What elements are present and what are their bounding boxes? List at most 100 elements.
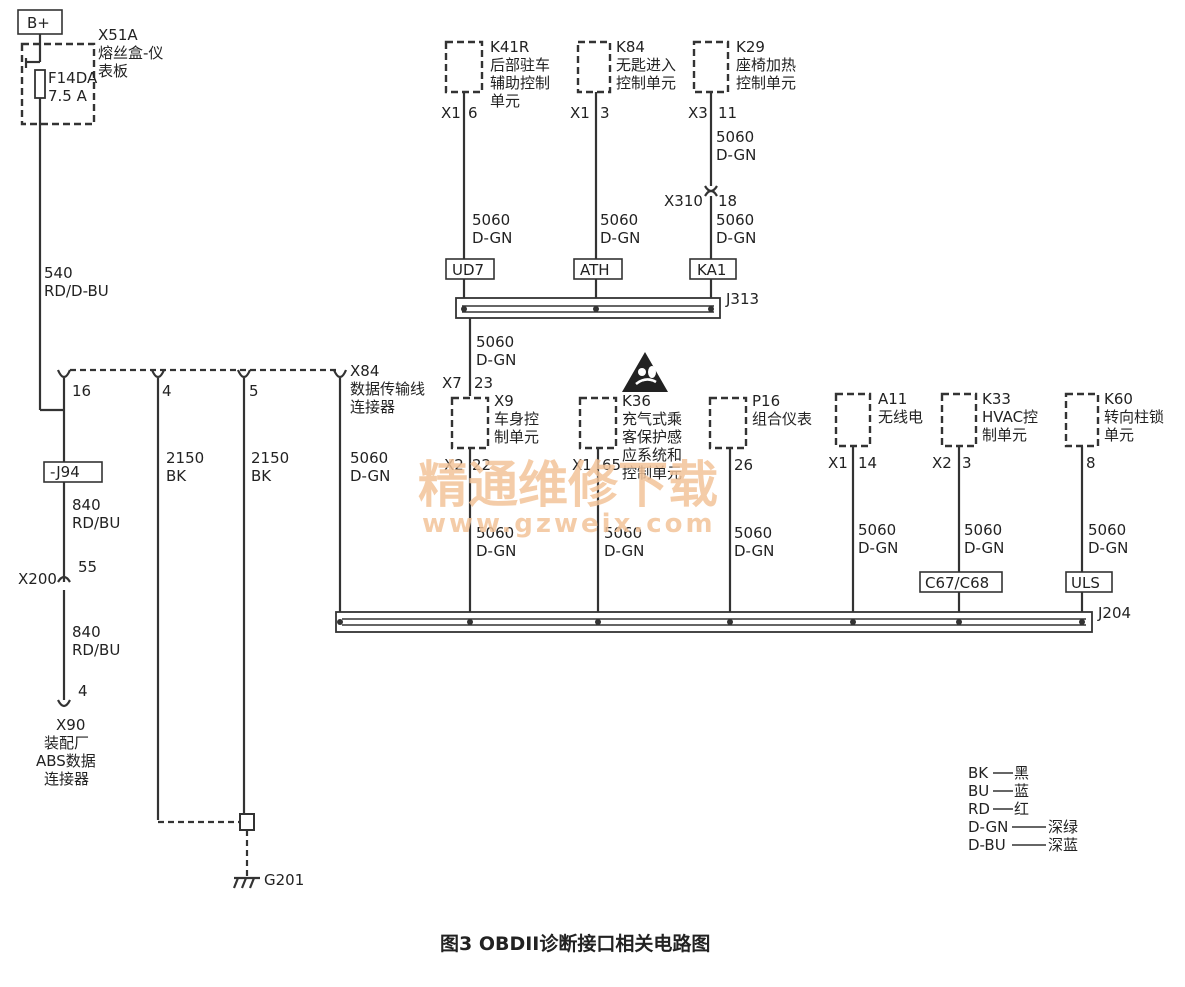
abs-end-pin: 4 xyxy=(78,682,88,700)
dlc-section: X84 数据传输线 连接器 16 4 5 xyxy=(56,362,425,416)
supply-wire-color: RD/D-BU xyxy=(44,282,109,300)
bottom-module-x9: X7 23 X9 车身控 制单元 X2 22 5060 D-GN xyxy=(442,374,539,616)
module-pin-k33: 3 xyxy=(962,454,972,472)
k29-upper-color: D-GN xyxy=(716,146,756,164)
top-module-k41r: K41R 后部驻车 辅助控制 单元 X1 6 5060 D-GN UD7 xyxy=(441,38,550,300)
splice-j204-bar: J204 xyxy=(335,604,1131,633)
ground-wire-2-color: BK xyxy=(251,467,272,485)
ground-wire-2-circuit: 2150 xyxy=(251,449,289,467)
module-pin-k60: 8 xyxy=(1086,454,1096,472)
wire-color-a11: D-GN xyxy=(858,539,898,557)
wire-color-p16: D-GN xyxy=(734,542,774,560)
wire-color-k33: D-GN xyxy=(964,539,1004,557)
ground-name: G201 xyxy=(264,871,304,889)
module-line2-k29: 控制单元 xyxy=(736,74,796,92)
j313-out-color: D-GN xyxy=(476,351,516,369)
abs-end-line1: 装配厂 xyxy=(44,734,89,752)
wire-circuit-k41r: 5060 xyxy=(472,211,510,229)
fuse-rating: 7.5 A xyxy=(48,87,88,105)
bottom-module-p16: P16 组合仪表 26 5060 D-GN xyxy=(708,392,812,616)
abs-inline-conn: X200 xyxy=(18,570,57,588)
module-line1-k36: 充气式乘 xyxy=(622,410,682,428)
wire-circuit-a11: 5060 xyxy=(858,521,896,539)
ground-splice xyxy=(239,813,255,831)
dlc-pin-4: 4 xyxy=(162,382,172,400)
dlc-pin-16: 16 xyxy=(72,382,91,400)
splice-j313-name: J313 xyxy=(725,290,759,308)
module-pin-a11: 14 xyxy=(858,454,877,472)
legend-meaning-2: 红 xyxy=(1014,800,1029,818)
splice-j313-bar: J313 5060 D-GN xyxy=(455,290,759,396)
x9-upper-pin: 23 xyxy=(474,374,493,392)
dlc-desc-1: 数据传输线 xyxy=(350,380,425,398)
watermark-line1: 精通维修下载 xyxy=(418,456,718,514)
legend-code-1: BU xyxy=(968,782,989,800)
module-conn-k29: X3 xyxy=(688,104,708,122)
legend-code-4: D-BU xyxy=(968,836,1006,854)
module-box-k41r xyxy=(444,40,484,94)
top-module-k84: K84 无匙进入 控制单元 X1 3 5060 D-GN ATH xyxy=(570,38,676,300)
module-id-x9: X9 xyxy=(494,392,514,410)
module-box-k84 xyxy=(576,40,612,94)
wire-circuit-p16: 5060 xyxy=(734,524,772,542)
dlc-name: X84 xyxy=(350,362,379,380)
abs-end-name: X90 xyxy=(56,716,85,734)
k29-upper-circuit: 5060 xyxy=(716,128,754,146)
top-module-k29: K29 座椅加热 控制单元 X3 11 5060 D-GN X310 18 50… xyxy=(664,38,796,300)
tag-ath: ATH xyxy=(580,261,610,279)
module-conn-k36: X1 xyxy=(572,456,592,474)
wire-circuit-x9: 5060 xyxy=(476,524,514,542)
abs-wire1-color: RD/BU xyxy=(72,514,120,532)
fuse-box-outline xyxy=(20,42,96,126)
wire-color-k36: D-GN xyxy=(604,542,644,560)
tag-ud7: UD7 xyxy=(452,261,484,279)
k29-inline-conn: X310 xyxy=(664,192,703,210)
abs-inline-pin: 55 xyxy=(78,558,97,576)
module-pin-p16: 26 xyxy=(734,456,753,474)
abs-wire2-color: RD/BU xyxy=(72,641,120,659)
legend-meaning-0: 黑 xyxy=(1014,764,1029,782)
splice-j204-name: J204 xyxy=(1097,604,1131,622)
module-conn-k41r: X1 xyxy=(441,104,461,122)
wire-circuit-k33: 5060 xyxy=(964,521,1002,539)
module-id-a11: A11 xyxy=(878,390,907,408)
module-pin-x9: 22 xyxy=(472,456,491,474)
module-pin-k41r: 6 xyxy=(468,104,478,122)
module-box-k36 xyxy=(578,396,618,450)
abs-end-line3: 连接器 xyxy=(44,770,89,788)
legend-meaning-3: 深绿 xyxy=(1048,818,1078,836)
wire-circuit-k84: 5060 xyxy=(600,211,638,229)
module-box-p16 xyxy=(708,396,748,450)
splice-j94: -J94 xyxy=(50,463,80,481)
module-line2-k36: 客保护感 xyxy=(622,428,682,446)
module-line2-k33: 制单元 xyxy=(982,426,1027,444)
module-id-k33: K33 xyxy=(982,390,1011,408)
tag-box-uls xyxy=(1065,571,1113,593)
dlc-pin-5: 5 xyxy=(249,382,259,400)
module-line1-k84: 无匙进入 xyxy=(616,56,676,74)
module-line2-k60: 单元 xyxy=(1104,426,1134,444)
x9-upper-conn: X7 xyxy=(442,374,462,392)
x84-wire-circuit: 5060 xyxy=(350,449,388,467)
tag-uls: ULS xyxy=(1071,574,1100,592)
module-box-k29 xyxy=(692,40,730,94)
splice-j94-box xyxy=(43,461,103,483)
module-line2-k84: 控制单元 xyxy=(616,74,676,92)
module-id-p16: P16 xyxy=(752,392,780,410)
module-line1-p16: 组合仪表 xyxy=(752,410,812,428)
legend-meaning-1: 蓝 xyxy=(1014,782,1029,800)
module-id-k41r: K41R xyxy=(490,38,529,56)
module-conn-k84: X1 xyxy=(570,104,590,122)
j313-out-circuit: 5060 xyxy=(476,333,514,351)
abs-branch: -J94 840 RD/BU X200 55 840 RD/BU 4 X90 装… xyxy=(18,410,120,788)
abs-wire2-circuit: 840 xyxy=(72,623,101,641)
module-line2-x9: 制单元 xyxy=(494,428,539,446)
module-pin-k84: 3 xyxy=(600,104,610,122)
dlc-desc-2: 连接器 xyxy=(350,398,395,416)
module-id-k36: K36 xyxy=(622,392,651,410)
watermark: 精通维修下载 www.gzweix.com xyxy=(418,456,718,539)
tag-box-ath xyxy=(573,258,623,280)
abs-end-line2: ABS数据 xyxy=(36,752,96,770)
module-id-k29: K29 xyxy=(736,38,765,56)
module-box-a11 xyxy=(834,392,872,448)
